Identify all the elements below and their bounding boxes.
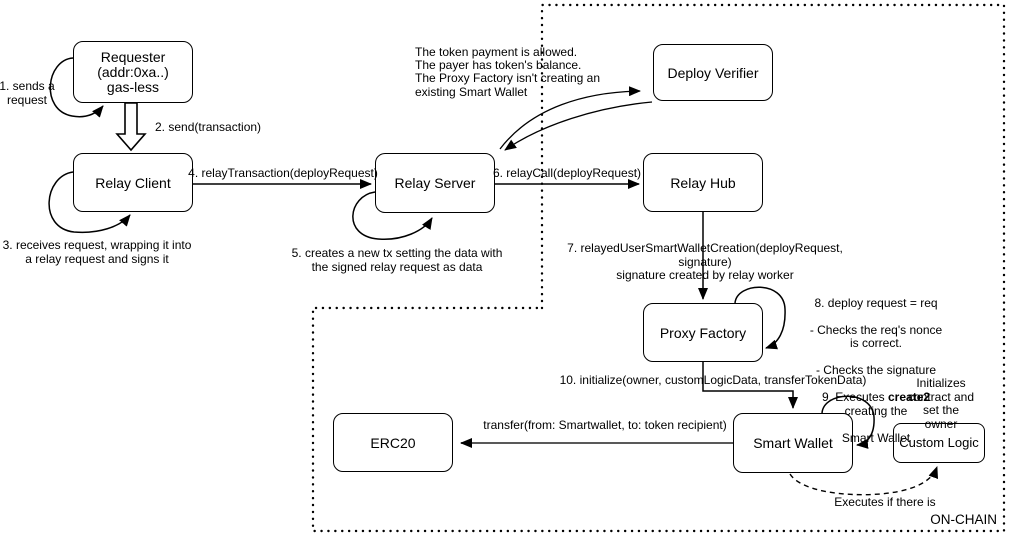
label-step5: 5. creates a new tx setting the data wit…: [291, 246, 503, 274]
label-onchain: ON-CHAIN: [930, 512, 997, 527]
label-verifier-note: The token payment is allowed. The payer …: [415, 45, 601, 99]
label-step9-line1: 9. Executes create2 creating the: [821, 390, 931, 418]
label-step9-line2: Smart Wallet: [841, 430, 911, 445]
arrow-requester-self-loop: [49, 57, 104, 118]
arrow-smart-wallet-self-loop: [821, 395, 875, 449]
label-step1: 1. sends a request: [0, 79, 55, 107]
arrow-relay-client-self-loop: [48, 171, 131, 234]
label-step7: 7. relayedUserSmartWalletCreation(deploy…: [567, 241, 843, 282]
label-step8-9: 8. deploy request = req - Checks the req…: [810, 283, 943, 459]
arrow-relay-server-to-deploy-verifier: [499, 86, 641, 150]
node-smart-wallet: Smart Wallet: [733, 413, 853, 473]
label-step10: 10. initialize(owner, customLogicData, t…: [559, 373, 867, 387]
arrow-executes-custom-logic: [789, 466, 938, 496]
node-deploy-verifier: Deploy Verifier: [653, 44, 773, 101]
label-step6: 6. relayCall(deployRequest): [492, 166, 642, 180]
node-proxy-factory: Proxy Factory: [643, 303, 763, 362]
label-step2: 2. send(transaction): [155, 120, 262, 134]
node-relay-server: Relay Server: [375, 153, 495, 213]
node-relay-client: Relay Client: [73, 153, 193, 212]
node-erc20: ERC20: [333, 413, 453, 472]
label-step3: 3. receives request, wrapping it into a …: [2, 238, 192, 266]
label-step4: 4. relayTransaction(deployRequest): [188, 166, 378, 180]
arrow-relay-server-self-loop: [352, 191, 433, 240]
node-requester: Requester (addr:0xa..) gas-less: [73, 41, 193, 103]
label-step8-line1: 8. deploy request = req: [814, 295, 938, 310]
arrow-send-transaction: [115, 102, 147, 152]
arrow-proxy-factory-self-loop: [734, 286, 786, 350]
label-transfer: transfer(from: Smartwallet, to: token re…: [483, 418, 727, 432]
label-executes-note: Executes if there is: [834, 495, 936, 509]
arrow-initialize: [702, 362, 798, 409]
label-custom-logic-note: Initializes contract and set the owner: [907, 376, 975, 431]
node-custom-logic: Custom Logic: [893, 423, 985, 463]
label-step8-line3: - Checks the signature: [815, 363, 937, 377]
onchain-region-border: [311, 3, 1006, 533]
label-step8-line2: - Checks the req's nonce is correct.: [809, 322, 943, 350]
node-relay-hub: Relay Hub: [643, 153, 763, 212]
arrow-deploy-verifier-to-relay-server: [504, 101, 653, 151]
